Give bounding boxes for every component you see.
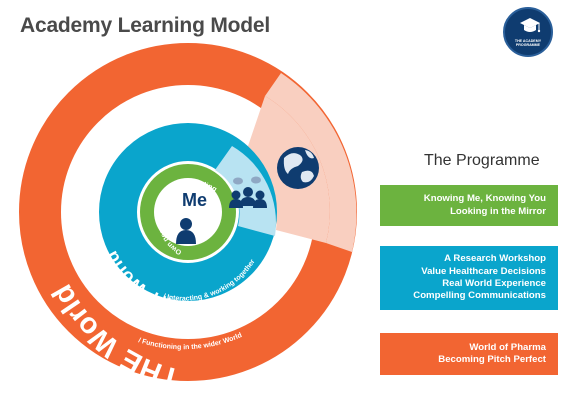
programme-box-line: Value Healthcare Decisions bbox=[421, 265, 546, 277]
me-title: Me bbox=[182, 190, 207, 210]
programme-box-line: Real World Experience bbox=[442, 278, 546, 289]
programme-box-the-world: World of Pharma Becoming Pitch Perfect bbox=[380, 333, 558, 375]
logo-text: THE ACADEMY PROGRAMME bbox=[514, 39, 542, 48]
academy-logo: THE ACADEMY PROGRAMME bbox=[503, 7, 553, 57]
programme-box-line: World of Pharma bbox=[469, 341, 546, 353]
programme-box-line: Becoming Pitch Perfect bbox=[438, 354, 546, 365]
page-title: Academy Learning Model bbox=[20, 14, 270, 37]
programme-box-me: Knowing Me, Knowing You Looking in the M… bbox=[380, 185, 558, 226]
person-icon bbox=[176, 218, 196, 244]
programme-box-line: Knowing Me, Knowing You bbox=[423, 193, 546, 205]
programme-box-line: Looking in the Mirror bbox=[450, 205, 546, 217]
programme-box-my-world: A Research Workshop Value Healthcare Dec… bbox=[380, 246, 558, 310]
group-people-icon bbox=[229, 176, 267, 208]
me-inner-circle bbox=[154, 178, 222, 246]
graduation-cap-icon bbox=[520, 18, 541, 33]
programme-heading: The Programme bbox=[424, 152, 540, 169]
programme-box-line: A Research Workshop bbox=[444, 253, 546, 265]
globe-icon bbox=[277, 147, 319, 189]
programme-box-line: Compelling Communications bbox=[413, 290, 546, 302]
